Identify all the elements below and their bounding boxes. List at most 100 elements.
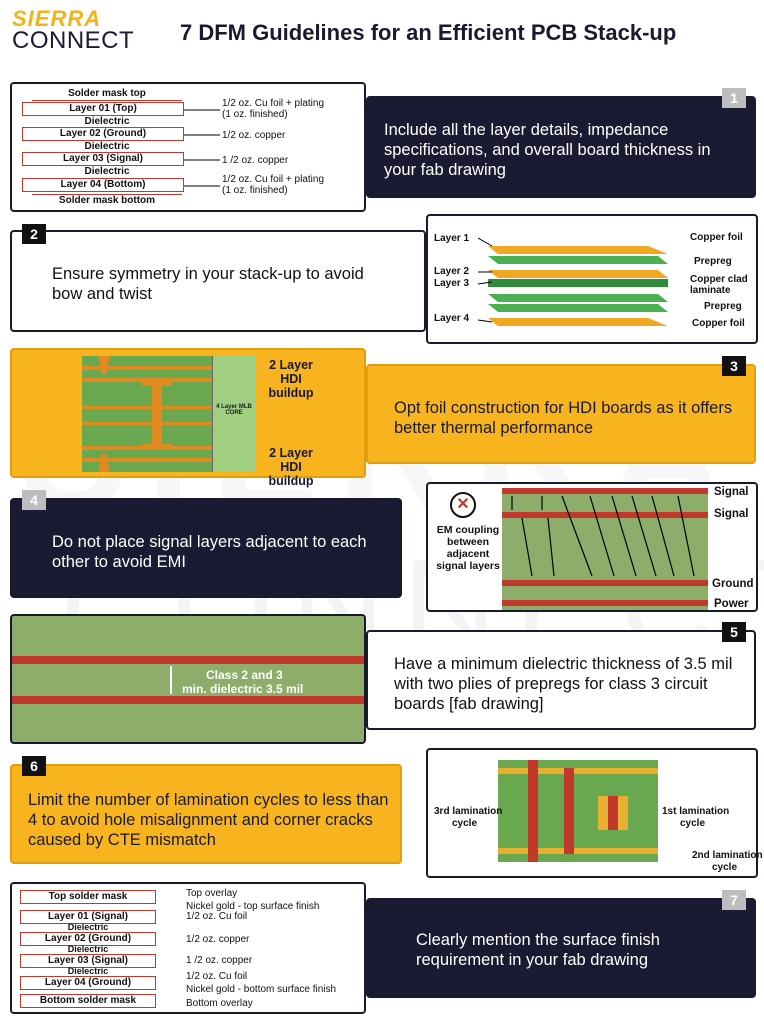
- guideline-7-box: Clearly mention the surface finish requi…: [366, 898, 756, 998]
- d7-note: Nickel gold - top surface finish: [186, 901, 320, 912]
- d7-layer: Dielectric: [67, 922, 109, 932]
- d6-third: 3rd lamination: [434, 806, 503, 817]
- d3-core-label: 4 Layer MLB CORE: [216, 404, 252, 416]
- d2-right: Prepreg: [694, 256, 732, 267]
- d7-note: Bottom overlay: [186, 998, 253, 1009]
- guideline-6-text: Limit the number of lamination cycles to…: [28, 791, 389, 849]
- d3-bottom-label: 2 Layer HDI buildup: [268, 446, 314, 488]
- d7-layer: Layer 01 (Signal): [20, 910, 156, 924]
- d7-note: Nickel gold - bottom surface finish: [186, 984, 337, 995]
- d7-note: 1 /2 oz. copper: [186, 955, 253, 966]
- d6-first: 1st lamination: [662, 806, 730, 817]
- d5-label-1: Class 2 and 3: [206, 668, 283, 682]
- d7-layer: Layer 02 (Ground): [20, 932, 156, 946]
- d6-lamination-graphic: [498, 760, 658, 862]
- d1-layer: Dielectric: [32, 141, 182, 153]
- guideline-4-text: Do not place signal layers adjacent to e…: [52, 533, 367, 571]
- diagram-3-box: 4 Layer MLB CORE 2 Layer HDI buildup 2 L…: [10, 348, 366, 488]
- guideline-5-number: 5: [722, 622, 746, 642]
- diagram-6-box: 3rd lamination cycle 1st lamination cycl…: [426, 748, 763, 878]
- d1-note: 1/2 oz. Cu foil + plating: [222, 98, 325, 109]
- d4-em: signal layers: [436, 560, 500, 572]
- guideline-2-text: Ensure symmetry in your stack-up to avoi…: [52, 265, 364, 303]
- d4-em: adjacent: [446, 548, 490, 560]
- d7-layer: Layer 04 (Ground): [20, 976, 156, 990]
- d1-note: 1/2 oz. copper: [222, 130, 286, 141]
- logo-line-1: SIERRA: [12, 6, 102, 31]
- guideline-5-text: Have a minimum dielectric thickness of 3…: [394, 655, 733, 713]
- d4-right: Power: [714, 598, 749, 610]
- d1-note: 1 /2 oz. copper: [222, 155, 289, 166]
- d2-right: Prepreg: [704, 301, 742, 312]
- d1-note: (1 oz. finished): [222, 185, 288, 196]
- d1-layer: Solder mask bottom: [32, 194, 182, 207]
- d1-layer: Layer 02 (Ground): [22, 127, 184, 141]
- guideline-2-number: 2: [22, 224, 46, 244]
- guideline-3-text: Opt foil construction for HDI boards as …: [394, 399, 733, 437]
- d1-note: 1/2 oz. Cu foil + plating: [222, 174, 325, 185]
- d7-layer: Dielectric: [67, 944, 109, 954]
- d1-layer: Solder mask top: [32, 88, 182, 101]
- d7-layer: Top solder mask: [20, 890, 156, 904]
- d6-first: cycle: [680, 818, 706, 829]
- d4-right: Signal: [714, 486, 749, 498]
- d4-em: between: [446, 536, 489, 548]
- guideline-1-box: Include all the layer details, impedance…: [366, 96, 756, 198]
- d4-no-icon: ✕: [450, 492, 476, 518]
- d7-layer: Dielectric: [67, 966, 109, 976]
- d5-label-2: min. dielectric 3.5 mil: [182, 682, 304, 696]
- d7-layer: Layer 03 (Signal): [20, 954, 156, 968]
- d2-left: Layer 2: [434, 266, 470, 277]
- d7-note: 1/2 oz. copper: [186, 934, 250, 945]
- d6-third: cycle: [452, 818, 478, 829]
- d3-layers-panel: [212, 356, 256, 472]
- d2-stack-graphic: [478, 237, 668, 326]
- d1-layer: Layer 01 (Top): [22, 102, 184, 116]
- diagram-7-box: Top solder mask Layer 01 (Signal) Dielec…: [10, 882, 366, 1014]
- d2-left: Layer 4: [434, 313, 470, 324]
- d4-em: EM coupling: [436, 524, 500, 536]
- d6-second: cycle: [712, 862, 738, 873]
- d5-copper-top: [12, 656, 364, 664]
- d7-layer: Bottom solder mask: [20, 994, 156, 1008]
- d4-emi-graphic: [502, 488, 708, 610]
- guideline-6-number: 6: [22, 756, 46, 776]
- d5-copper-bottom: [12, 696, 364, 704]
- logo-line-2: CONNECT: [12, 27, 135, 54]
- diagram-4-box: ✕ EM coupling between adjacent signal la…: [426, 482, 758, 612]
- d2-right: Copper clad: [690, 274, 748, 285]
- d3-top-label: 2 Layer HDI buildup: [268, 358, 314, 400]
- d7-note: Top overlay: [186, 888, 238, 899]
- guideline-4-number: 4: [22, 490, 46, 510]
- guideline-2-box: Ensure symmetry in your stack-up to avoi…: [10, 230, 426, 332]
- guideline-4-box: Do not place signal layers adjacent to e…: [10, 498, 402, 598]
- diagram-2-box: Layer 1 Layer 2 Layer 3 Layer 4 Copper f…: [426, 214, 758, 344]
- d1-layer: Dielectric: [32, 166, 182, 178]
- d5-thickness-arrow: [170, 666, 172, 694]
- guideline-1-text: Include all the layer details, impedance…: [384, 121, 711, 179]
- d3-hdi-graphic: [82, 356, 212, 472]
- d4-right: Signal: [714, 508, 749, 520]
- d1-layer: Layer 04 (Bottom): [22, 178, 184, 192]
- d1-arrows: [184, 109, 220, 187]
- diagram-5-box: Class 2 and 3 min. dielectric 3.5 mil: [10, 614, 366, 744]
- guideline-3-box: Opt foil construction for HDI boards as …: [366, 364, 756, 464]
- d1-layer: Dielectric: [32, 116, 182, 128]
- d2-right: Copper foil: [692, 318, 745, 329]
- d7-note: 1/2 oz. Cu foil: [186, 971, 248, 982]
- guideline-7-number: 7: [722, 890, 746, 910]
- guideline-1-number: 1: [722, 88, 746, 108]
- diagram-1-box: Solder mask top Layer 01 (Top) Dielectri…: [10, 82, 366, 212]
- d2-right: laminate: [690, 285, 731, 296]
- guideline-7-text: Clearly mention the surface finish requi…: [416, 931, 660, 969]
- d2-left: Layer 1: [434, 233, 470, 244]
- d1-note: (1 oz. finished): [222, 109, 288, 120]
- d1-layer: Layer 03 (Signal): [22, 152, 184, 166]
- guideline-6-box: Limit the number of lamination cycles to…: [10, 764, 402, 864]
- d2-left: Layer 3: [434, 278, 470, 289]
- d6-second: 2nd lamination: [692, 850, 763, 861]
- d4-right: Ground: [712, 578, 754, 590]
- page-title: 7 DFM Guidelines for an Efficient PCB St…: [180, 20, 677, 45]
- d2-right: Copper foil: [690, 232, 743, 243]
- guideline-3-number: 3: [722, 356, 746, 376]
